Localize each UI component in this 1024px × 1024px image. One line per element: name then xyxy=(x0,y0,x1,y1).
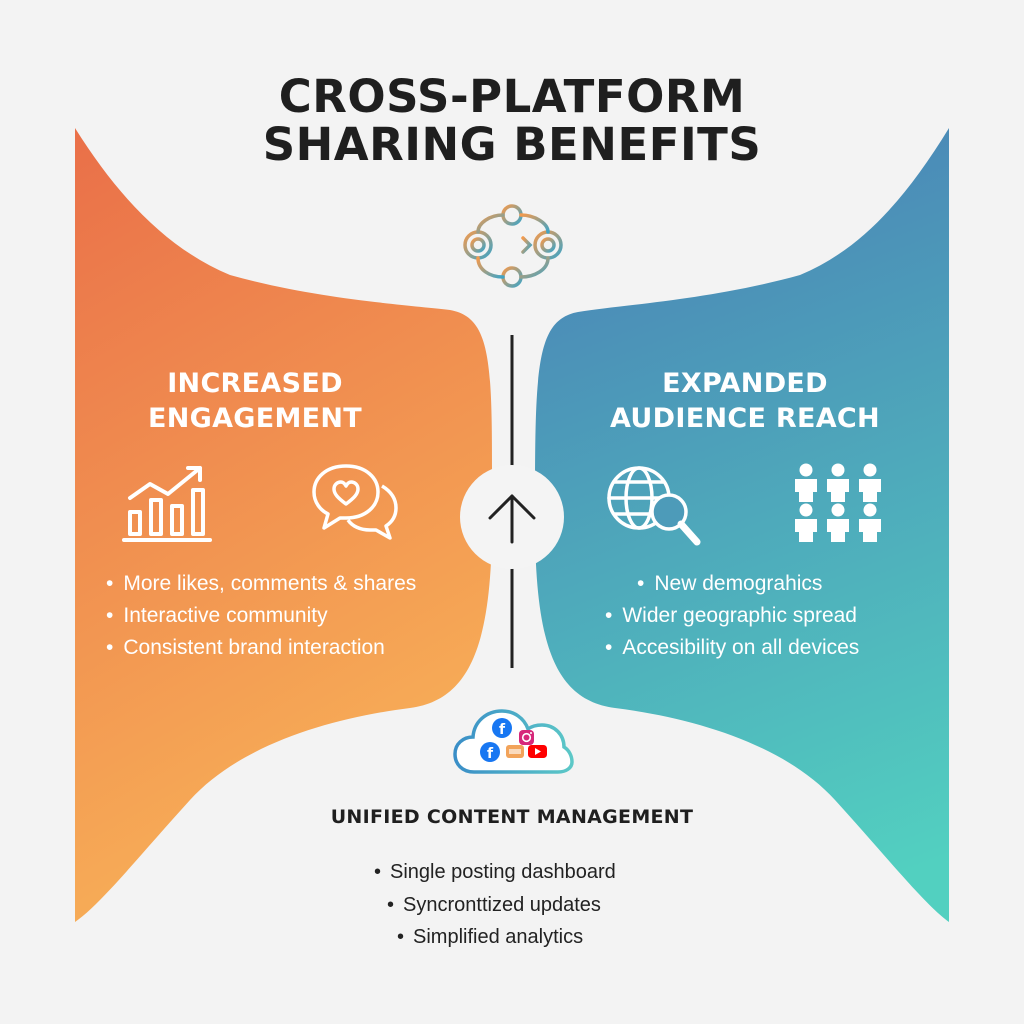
list-item: New demograhics xyxy=(605,568,859,600)
right-panel-title-line2: AUDIENCE REACH xyxy=(610,403,880,434)
right-panel-shape xyxy=(535,128,949,922)
svg-text:f: f xyxy=(487,746,494,762)
list-item: Accesibility on all devices xyxy=(605,632,859,664)
network-share-icon xyxy=(463,204,563,288)
left-panel-title-line1: INCREASED xyxy=(167,368,343,399)
chat-heart-icon xyxy=(312,464,398,540)
facebook-icon: f xyxy=(492,718,512,738)
bottom-section-title: UNIFIED CONTENT MANAGEMENT xyxy=(330,806,694,828)
left-panel-shape xyxy=(75,128,493,922)
left-bullet-list: More likes, comments & shares Interactiv… xyxy=(106,568,416,664)
list-item: Single posting dashboard xyxy=(374,861,616,884)
globe-search-icon xyxy=(607,466,701,546)
page-title-line2: SHARING BENEFITS xyxy=(262,118,762,171)
list-item: Syncronttized updates xyxy=(387,894,601,917)
people-group-icon xyxy=(795,463,881,542)
left-panel-title-line2: ENGAGEMENT xyxy=(147,403,363,434)
right-panel-title-line1: EXPANDED xyxy=(662,368,828,399)
svg-text:f: f xyxy=(499,722,506,738)
youtube-icon xyxy=(528,745,547,758)
list-item: Wider geographic spread xyxy=(605,600,859,632)
list-item: Simplified analytics xyxy=(397,926,583,949)
list-item: More likes, comments & shares xyxy=(106,568,416,600)
right-bullet-list: New demograhics Wider geographic spread … xyxy=(605,568,859,664)
bar-chart-growth-icon xyxy=(122,466,212,542)
list-item: Consistent brand interaction xyxy=(106,632,416,664)
youtube-icon xyxy=(506,745,524,758)
social-cloud-icon: f f xyxy=(453,709,574,774)
page-title-line1: CROSS-PLATFORM xyxy=(278,70,746,123)
list-item: Interactive community xyxy=(106,600,416,632)
facebook-icon: f xyxy=(480,742,500,762)
arrow-up-icon xyxy=(488,494,536,544)
instagram-icon xyxy=(519,730,534,745)
